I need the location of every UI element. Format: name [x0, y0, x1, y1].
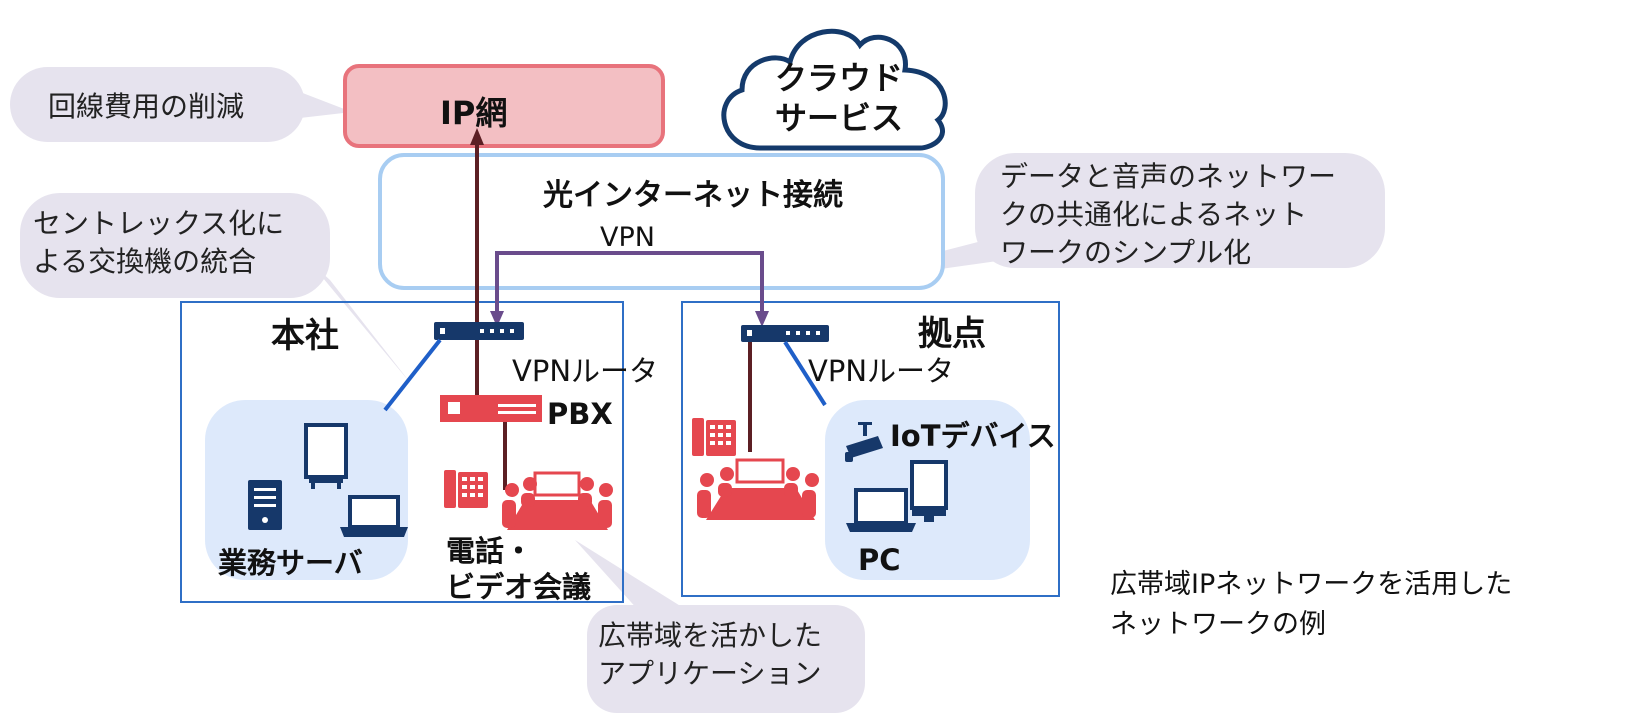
branch-router-label: VPNルータ [808, 354, 955, 388]
pbx-label: PBX [547, 397, 613, 431]
vpn-arrow-right [755, 311, 769, 327]
callout-unify-line: ワークのシンプル化 [1000, 236, 1252, 269]
vpn-label: VPN [600, 222, 655, 253]
vpn-path [495, 251, 764, 318]
callout-cost-text: 回線費用の削減 [48, 90, 245, 123]
caption-line: 広帯域IPネットワークを活用した [1110, 569, 1513, 600]
cloud-label-line: クラウド [775, 59, 904, 97]
callout-centrex-line: よる交換機の統合 [33, 245, 257, 278]
callout-centrex-text: セントレックス化に よる交換機の統合 [33, 205, 284, 281]
branch-phone-icon [692, 418, 736, 456]
hq-title: 本社 [271, 316, 339, 356]
hq-lan-line [383, 338, 442, 412]
server-icon [248, 480, 282, 530]
branch-lan-line [783, 340, 827, 407]
pbx-icon [440, 395, 542, 422]
hq-laptop-icon [340, 495, 408, 537]
ip-network-box [343, 64, 665, 148]
callout-cost-tail [300, 92, 352, 118]
server-label: 業務サーバ [218, 546, 363, 580]
callout-apps-line: 広帯域を活かした [598, 619, 823, 652]
camera-icon [845, 422, 883, 462]
callout-centrex-bubble [20, 193, 330, 298]
hq-router-label: VPNルータ [512, 354, 659, 388]
callout-apps-text: 広帯域を活かした アプリケーション [598, 617, 822, 693]
conference-label: 電話・ ビデオ会議 [446, 533, 591, 605]
callout-centrex-line: セントレックス化に [33, 207, 285, 240]
callout-centrex-tail [308, 260, 412, 385]
conference-label-line: 電話・ [446, 534, 534, 568]
branch-meeting-icon [697, 458, 819, 520]
cloud-shape [721, 28, 948, 151]
caption-line: ネットワークの例 [1110, 609, 1326, 640]
callout-unify-bubble [975, 153, 1385, 268]
figure-caption: 広帯域IPネットワークを活用した ネットワークの例 [1110, 565, 1512, 645]
branch-display-icon [910, 460, 948, 522]
branch-title: 拠点 [918, 314, 986, 354]
cloud-label: クラウド サービス [775, 58, 903, 138]
hq-meeting-icon [502, 471, 613, 530]
iot-label: IoTデバイス [890, 419, 1056, 453]
hq-display-icon [304, 423, 348, 489]
pc-label: PC [858, 543, 901, 577]
callout-unify-line: クの共通化によるネット [1000, 198, 1308, 231]
callout-apps-tail [575, 540, 690, 612]
branch-box [681, 301, 1060, 597]
ip-network-label: IP網 [440, 94, 508, 132]
conference-label-line: ビデオ会議 [446, 570, 592, 604]
callout-unify-text: データと音声のネットワー クの共通化によるネット ワークのシンプル化 [1000, 158, 1336, 272]
hq-box [180, 301, 624, 603]
callout-unify-line: データと音声のネットワー [1000, 160, 1337, 193]
callout-apps-line: アプリケーション [598, 657, 822, 690]
callout-cost-bubble [10, 67, 305, 142]
uplink-arrowhead [470, 128, 484, 145]
branch-laptop-icon [846, 488, 916, 532]
hq-router-icon [434, 322, 524, 340]
internet-title: 光インターネット接続 [543, 178, 843, 213]
callout-apps-bubble [587, 605, 865, 713]
vpn-arrow-left [490, 311, 504, 327]
hq-phone-icon [444, 470, 488, 508]
cloud-label-line: サービス [775, 99, 904, 137]
branch-router-icon [741, 325, 829, 342]
